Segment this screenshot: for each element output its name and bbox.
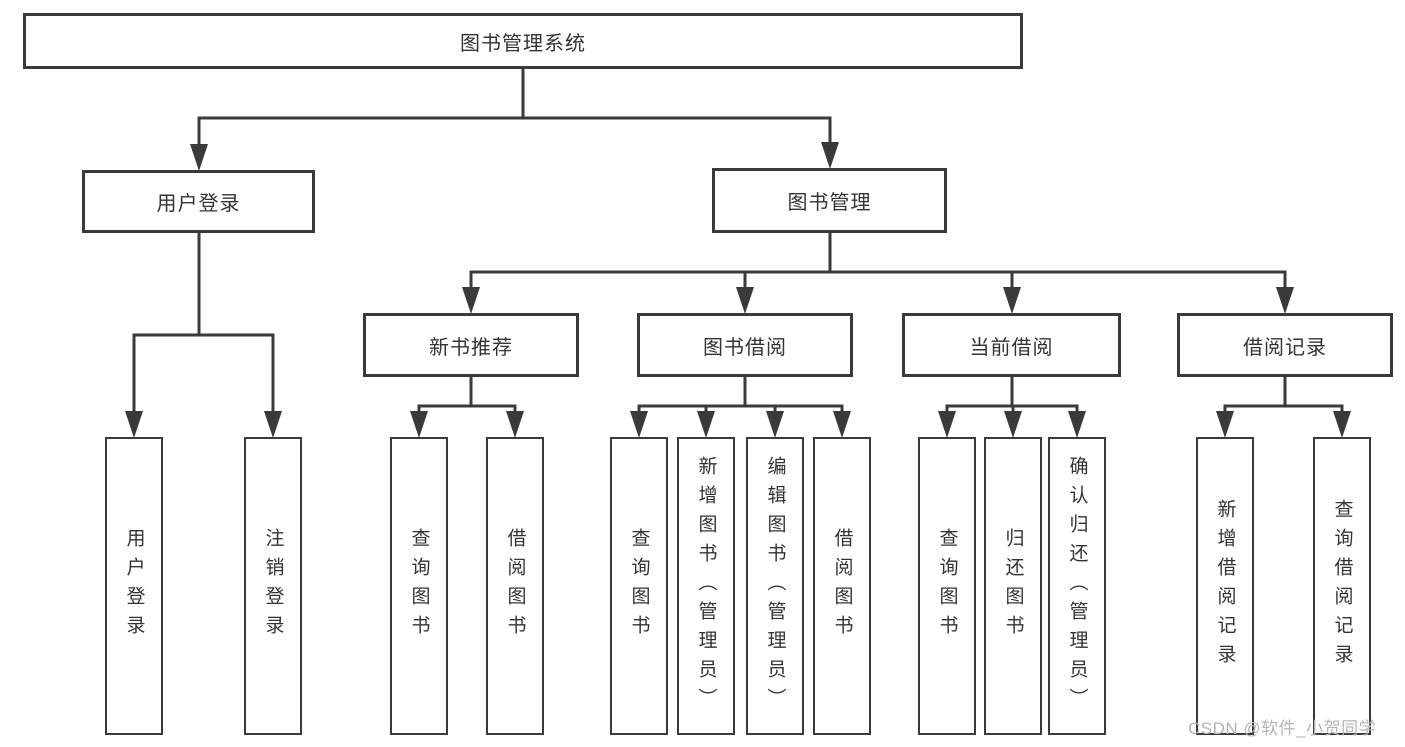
- node-library-system: 图书管理系统: [23, 13, 1023, 69]
- leaf-user-login-label: 用户登录: [123, 528, 145, 644]
- watermark: CSDN @软件_小贺同学: [1188, 719, 1377, 738]
- arrowhead-icon: [1003, 287, 1021, 314]
- node-borrowing-records: 借阅记录: [1177, 313, 1393, 377]
- leaf-query-books-borrowing-label: 查询图书: [628, 528, 650, 644]
- leaf-return-books-label: 归还图书: [1002, 528, 1024, 644]
- arrowhead-icon: [1068, 411, 1086, 438]
- arrowhead-icon: [506, 411, 524, 438]
- arrowhead-icon: [630, 411, 648, 438]
- arrowhead-icon: [1004, 411, 1022, 438]
- leaf-borrow-books-recommend: 借阅图书: [486, 437, 544, 735]
- node-user-login: 用户登录: [82, 170, 315, 233]
- leaf-query-books-recommend: 查询图书: [390, 437, 448, 735]
- arrowhead-icon: [1276, 287, 1294, 314]
- arrowhead-icon: [1333, 411, 1351, 438]
- arrowhead-icon: [697, 411, 715, 438]
- leaf-borrow-books-label: 借阅图书: [831, 528, 853, 644]
- leaf-query-books-borrowing: 查询图书: [610, 437, 668, 735]
- node-current-borrowing: 当前借阅: [902, 313, 1121, 377]
- node-user-login-label: 用户登录: [156, 193, 241, 215]
- leaf-query-books-recommend-label: 查询图书: [408, 528, 430, 644]
- leaf-add-books-admin-label: 新增图书（管理员）: [695, 455, 717, 717]
- leaf-add-borrow-record-label: 新增借阅记录: [1214, 499, 1236, 673]
- arrowhead-icon: [264, 411, 282, 438]
- leaf-logout: 注销登录: [244, 437, 302, 735]
- leaf-borrow-books-recommend-label: 借阅图书: [504, 528, 526, 644]
- node-current-borrowing-label: 当前借阅: [969, 336, 1054, 359]
- arrowhead-icon: [833, 411, 851, 438]
- leaf-return-books: 归还图书: [984, 437, 1042, 735]
- node-book-borrowing: 图书借阅: [637, 313, 853, 377]
- node-book-management: 图书管理: [712, 168, 947, 233]
- node-library-system-label: 图书管理系统: [460, 32, 586, 55]
- arrowhead-icon: [462, 287, 480, 314]
- arrowhead-icon: [410, 411, 428, 438]
- leaf-edit-books-admin: 编辑图书（管理员）: [746, 437, 804, 735]
- arrowhead-icon: [736, 287, 754, 314]
- arrowhead-icon: [821, 142, 839, 169]
- arrowhead-icon: [766, 411, 784, 438]
- leaf-user-login: 用户登录: [105, 437, 163, 735]
- leaf-query-borrow-record: 查询借阅记录: [1313, 437, 1371, 735]
- arrowhead-icon: [1216, 411, 1234, 438]
- leaf-query-books-current-label: 查询图书: [936, 528, 958, 644]
- arrowhead-icon: [938, 411, 956, 438]
- leaf-add-books-admin: 新增图书（管理员）: [677, 437, 735, 735]
- leaf-confirm-return-admin: 确认归还（管理员）: [1048, 437, 1106, 735]
- leaf-edit-books-admin-label: 编辑图书（管理员）: [764, 455, 786, 717]
- leaf-query-books-current: 查询图书: [918, 437, 976, 735]
- node-new-book-recommend: 新书推荐: [363, 313, 579, 377]
- arrowhead-icon: [125, 411, 143, 438]
- node-borrowing-records-label: 借阅记录: [1243, 336, 1327, 359]
- leaf-query-borrow-record-label: 查询借阅记录: [1331, 499, 1353, 673]
- arrowhead-icon: [190, 144, 208, 171]
- leaf-add-borrow-record: 新增借阅记录: [1196, 437, 1254, 735]
- node-book-management-label: 图书管理: [787, 192, 872, 214]
- node-book-borrowing-label: 图书借阅: [703, 336, 787, 359]
- node-new-book-recommend-label: 新书推荐: [429, 336, 513, 359]
- leaf-borrow-books: 借阅图书: [813, 437, 871, 735]
- leaf-logout-label: 注销登录: [262, 528, 284, 644]
- leaf-confirm-return-admin-label: 确认归还（管理员）: [1066, 455, 1088, 717]
